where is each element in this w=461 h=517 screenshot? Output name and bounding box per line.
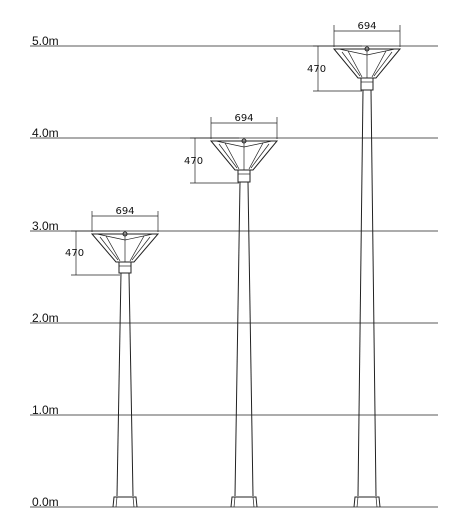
- lamp-connector: [118, 261, 132, 274]
- width-dimension-label: 694: [357, 21, 376, 32]
- level-label-3m: 3.0m: [32, 219, 59, 233]
- height-dimension-label: 470: [307, 64, 326, 75]
- lamp-4m: 694 470: [184, 113, 279, 508]
- pole-left-edge: [234, 181, 241, 497]
- lamp-shade: [209, 140, 279, 171]
- level-labels: 5.0m 4.0m 3.0m 2.0m 1.0m 0.0m: [32, 34, 59, 509]
- pole-base: [112, 496, 138, 508]
- lamp-shade: [90, 233, 160, 263]
- lamp-5m: 694 470: [307, 21, 402, 508]
- lamp-connector: [237, 169, 251, 183]
- pole-base: [230, 496, 258, 508]
- level-label-5m: 5.0m: [32, 34, 59, 48]
- height-dimension-label: 470: [65, 248, 84, 259]
- width-dimension-label: 694: [234, 113, 253, 124]
- level-label-0m: 0.0m: [32, 495, 59, 509]
- height-dimension-label: 470: [184, 156, 203, 167]
- width-dimension-label: 694: [115, 206, 134, 217]
- pole-right-edge: [370, 89, 377, 497]
- pole-right-edge: [128, 272, 134, 497]
- lamp-connector: [360, 77, 374, 91]
- lamp-3m: 694 470: [65, 206, 160, 508]
- pole-left-edge: [116, 272, 122, 497]
- lamp-shade: [332, 48, 402, 79]
- level-label-4m: 4.0m: [32, 126, 59, 140]
- level-label-1m: 1.0m: [32, 403, 59, 417]
- pole-base: [353, 496, 381, 508]
- pole-left-edge: [357, 89, 364, 497]
- level-label-2m: 2.0m: [32, 311, 59, 325]
- pole-right-edge: [247, 181, 254, 497]
